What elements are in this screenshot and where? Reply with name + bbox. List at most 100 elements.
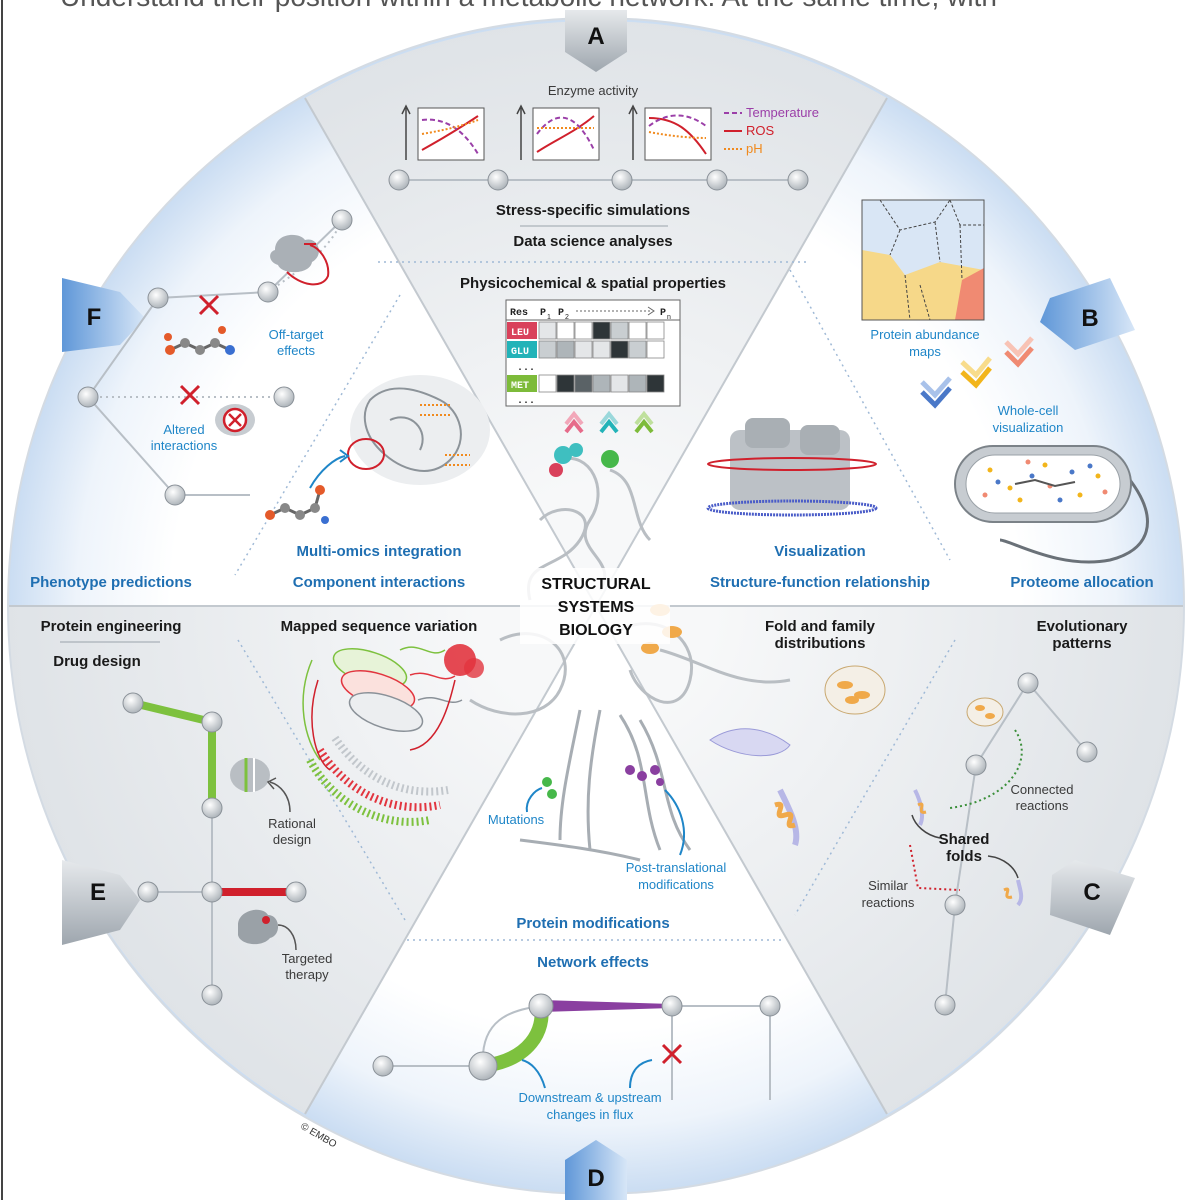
mapped-variation-title: Mapped sequence variation: [281, 618, 478, 635]
grid-header-p2-sub: 2: [565, 314, 569, 321]
enzyme-legend: Temperature ROS pH: [724, 105, 819, 156]
tab-b[interactable]: B: [1040, 278, 1135, 350]
wedge-e: [8, 606, 596, 1114]
enzyme-plot-1: [401, 104, 485, 161]
similar-reactions-path: [909, 844, 961, 891]
tab-a[interactable]: A: [565, 10, 627, 72]
section-a-node-row: [388, 169, 809, 191]
abundance-label-1: Protein abundance: [870, 327, 979, 342]
center-line-1: STRUCTURAL: [541, 576, 651, 593]
residue-property-grid: Res P 1 P 2 P n LEU GLU ... MET ...: [505, 299, 681, 407]
grid-header-p2: P: [558, 308, 564, 319]
grid-row-glu: GLU: [511, 347, 529, 358]
grid-header-pn: P: [660, 308, 666, 319]
small-molecule-icon: [164, 326, 235, 355]
fold-family-title-1: Fold and family: [765, 618, 876, 635]
grid-header-p1: P: [540, 308, 546, 319]
grid-chevrons: [564, 410, 654, 434]
protein-highlight-green: [601, 450, 619, 468]
connected-reactions-label-2: reactions: [1016, 798, 1069, 813]
cut-off-text: Understand their position within a metab…: [60, 0, 997, 12]
altered-interactions-label-2: interactions: [151, 438, 218, 453]
tab-d-label: D: [587, 1165, 604, 1192]
ptm-label-1: Post-translational: [626, 860, 727, 875]
whole-cell-label-1: Whole-cell: [998, 403, 1059, 418]
protein-highlight-red: [549, 463, 563, 477]
tab-f[interactable]: F: [62, 278, 145, 352]
protein-modifications-title: Protein modifications: [516, 915, 669, 932]
rational-design-label-2: design: [273, 832, 311, 847]
grid-row-gap2: ...: [517, 396, 535, 407]
similar-reactions-label-2: reactions: [862, 895, 915, 910]
tab-c[interactable]: C: [1050, 860, 1135, 935]
multi-omics-protein-illustration: [265, 375, 490, 524]
center-line-2: SYSTEMS: [558, 599, 635, 616]
abundance-label-2: maps: [909, 344, 941, 359]
network-x-mark-icon: [661, 1043, 683, 1065]
section-f-network: [77, 209, 353, 506]
flux-label-2: changes in flux: [547, 1107, 634, 1122]
tab-e[interactable]: E: [62, 860, 140, 945]
x-mark-icon-2: [179, 384, 201, 406]
ptm-sites: [625, 765, 664, 786]
mutations-arrow: [525, 787, 543, 813]
mutations-label: Mutations: [488, 812, 545, 827]
legend-ros: ROS: [746, 123, 775, 138]
tab-f-label: F: [87, 304, 102, 331]
inner-dotted-lines: [234, 261, 956, 941]
connected-reactions-label-1: Connected: [1011, 782, 1074, 797]
rational-design-protein-icon: [230, 758, 291, 813]
structure-function-title: Structure-function relationship: [710, 574, 930, 591]
tab-c-label: C: [1083, 879, 1100, 906]
rational-design-label-1: Rational: [268, 816, 316, 831]
ptm-arrow: [664, 789, 685, 856]
shared-folds-arrow-2: [987, 855, 1019, 879]
tab-d[interactable]: D: [565, 1140, 627, 1200]
mutation-sites: [542, 777, 557, 799]
proteome-allocation-title: Proteome allocation: [1010, 574, 1153, 591]
grid-header-res: Res: [510, 308, 528, 319]
abundance-chevrons: [920, 336, 1034, 409]
data-science-title: Data science analyses: [513, 233, 672, 250]
center-label-bg: [520, 568, 670, 644]
fold-family-title-2: distributions: [775, 635, 866, 652]
enzyme-plot-3: [628, 104, 712, 161]
grid-header-p1-sub: 1: [547, 314, 551, 321]
off-target-label-2: effects: [277, 343, 316, 358]
grid-row-leu: LEU: [511, 328, 529, 339]
physicochemical-title: Physicochemical & spatial properties: [460, 275, 726, 292]
targeted-therapy-label-2: therapy: [285, 967, 329, 982]
grid-row-met: MET: [511, 381, 529, 392]
flux-label-1: Downstream & upstream: [518, 1090, 661, 1105]
legend-temperature: Temperature: [746, 105, 819, 120]
protein-highlight-teal-2: [569, 443, 583, 457]
evolutionary-structures: [913, 697, 1024, 907]
shared-folds-label-1: Shared: [939, 831, 990, 848]
off-target-label-1: Off-target: [269, 327, 324, 342]
network-effects-title: Network effects: [537, 954, 649, 971]
protein-abundance-map: [861, 199, 985, 321]
fold-family-structures: [709, 665, 886, 846]
protein-highlight-teal: [554, 446, 572, 464]
legend-ph: pH: [746, 141, 763, 156]
tab-b-label: B: [1081, 305, 1098, 332]
center-line-3: BIOLOGY: [559, 622, 633, 639]
connected-reactions-path: [949, 729, 1023, 809]
shared-folds-label-2: folds: [946, 848, 982, 865]
grid-header-pn-sub: n: [667, 314, 671, 321]
flux-arrow-right: [629, 1059, 653, 1089]
phenotype-predictions-title: Phenotype predictions: [30, 574, 192, 591]
section-d-network: [372, 993, 781, 1100]
ptm-label-2: modifications: [638, 877, 714, 892]
drug-design-title: Drug design: [53, 653, 141, 670]
section-e-network: [122, 692, 307, 1006]
shared-folds-arrow-1: [911, 814, 941, 839]
protein-modifications-illustration: [519, 709, 692, 862]
off-target-protein-icon: [270, 234, 330, 286]
protein-engineering-title: Protein engineering: [41, 618, 182, 635]
x-mark-icon: [198, 294, 220, 316]
protein-highlight-mutation-patch-2: [464, 658, 484, 678]
sequence-variation-illustration: [302, 646, 463, 826]
visualization-title: Visualization: [774, 543, 865, 560]
